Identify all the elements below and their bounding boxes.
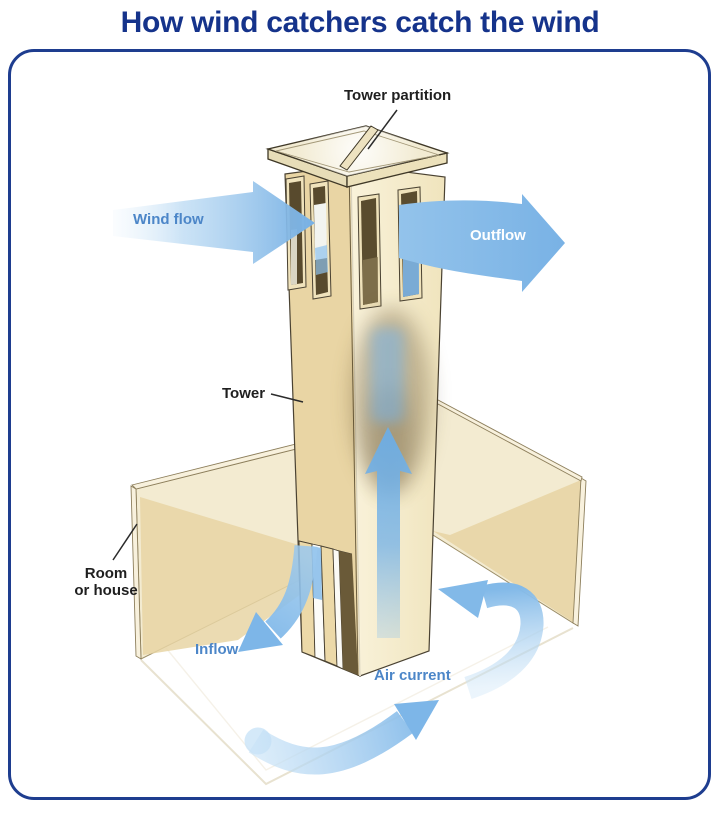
page-title: How wind catchers catch the wind bbox=[120, 6, 600, 39]
air-current-label: Air current bbox=[374, 667, 451, 684]
tower-cap bbox=[265, 125, 450, 188]
outflow-label: Outflow bbox=[470, 227, 526, 244]
window-slot-left-2 bbox=[309, 180, 332, 300]
pointer-line-tower-partition bbox=[367, 109, 398, 150]
cap-partition-ridge bbox=[339, 125, 379, 171]
pointer-lines bbox=[112, 109, 398, 561]
pointer-line-tower bbox=[270, 393, 304, 403]
room-or-house-label: Room or house bbox=[62, 565, 150, 599]
room-or-house-label-line1: Room bbox=[84, 565, 128, 582]
wind-flow-label: Wind flow bbox=[133, 211, 204, 228]
tower-partition-label: Tower partition bbox=[344, 87, 452, 104]
inflow-arrow bbox=[238, 545, 322, 652]
tower-label: Tower bbox=[222, 385, 266, 402]
room-or-house-label-line2: or house bbox=[74, 582, 138, 599]
air-current-arc-arrow bbox=[438, 580, 544, 699]
air-current-swoosh-arrow bbox=[244, 700, 439, 775]
room-right-wall bbox=[424, 392, 587, 627]
updraft-arrow bbox=[365, 328, 412, 638]
window-slot-right-1 bbox=[357, 193, 382, 310]
wind-flow-arrow bbox=[113, 181, 315, 264]
outflow-arrow bbox=[399, 194, 565, 292]
inflow-label: Inflow bbox=[195, 641, 239, 658]
pointer-line-room bbox=[112, 523, 138, 561]
